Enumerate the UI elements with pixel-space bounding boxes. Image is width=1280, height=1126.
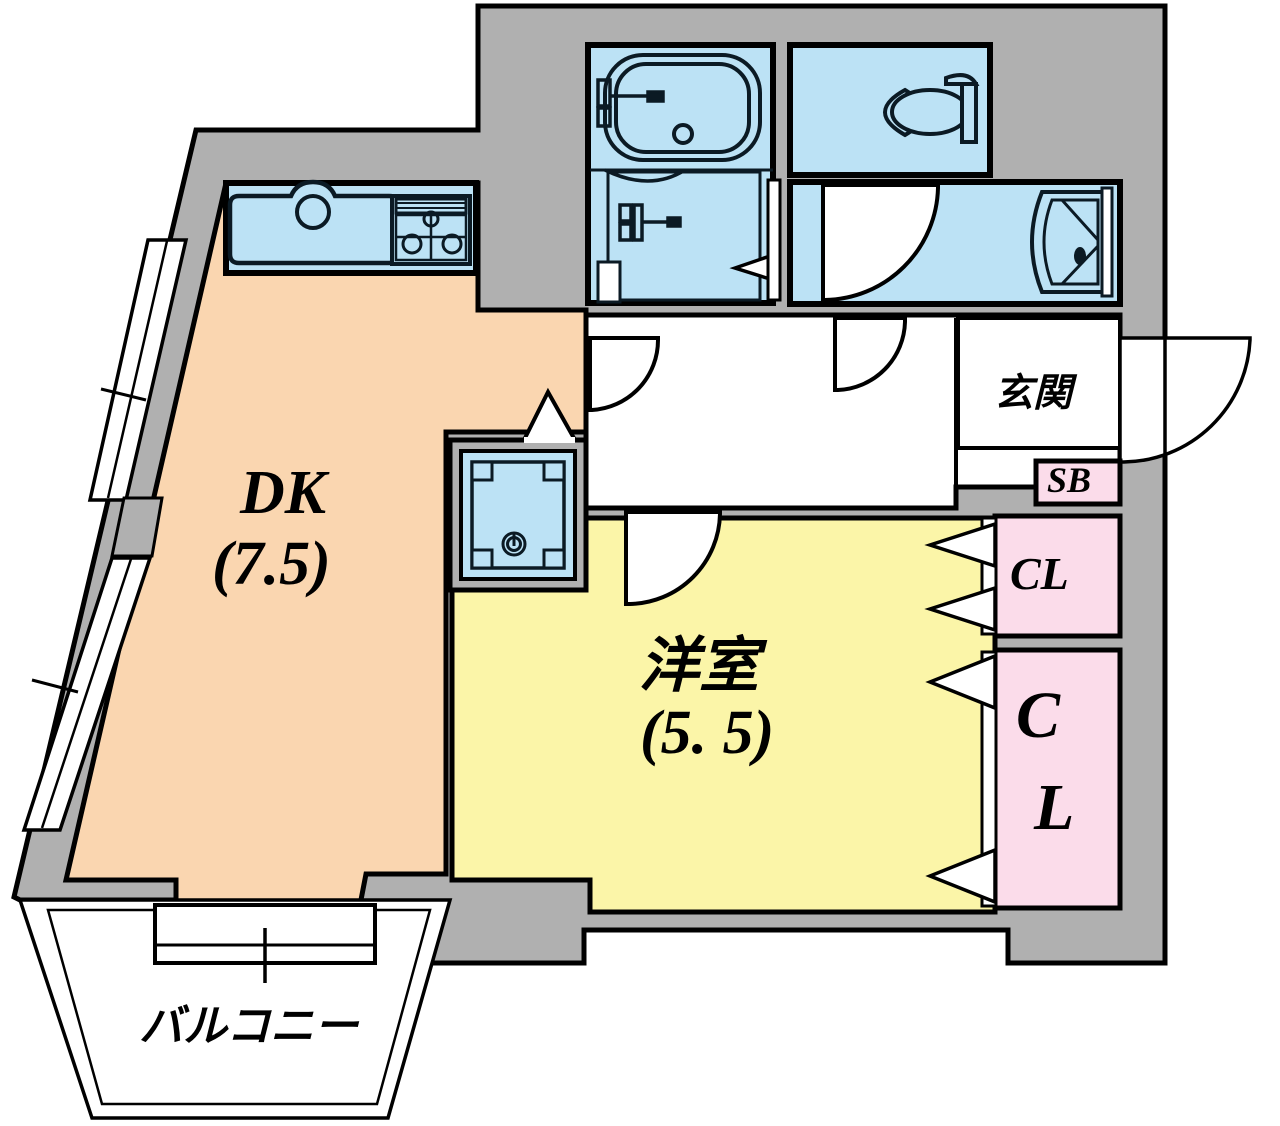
washer-corner-br [542,548,566,570]
vanity-sink-icon [1030,186,1114,298]
washer-corner-tl [470,460,494,482]
closet-lower-door-right[interactable] [925,847,997,905]
bathtub-drain-icon [672,123,694,145]
washer-curtain-icon [522,387,577,441]
toilet-icon [883,73,980,144]
shoe-box-label: SB [1047,460,1092,500]
bath-step [596,260,622,304]
bath-door-leaf[interactable] [766,178,782,302]
interior-doors [588,316,907,606]
shoe-box [1033,458,1123,507]
unit-bath [585,42,782,306]
closet-upper-door-left[interactable] [924,521,997,569]
toilet-door-swing[interactable] [833,316,907,392]
dk-label-line2: (7.5) [212,530,331,598]
washer-corner-bl [470,548,494,570]
entrance-label: 玄関 [994,371,1073,416]
closet-lower-door-left[interactable] [925,653,997,711]
closet-upper [924,513,1123,639]
vanity-area [787,179,1123,307]
room-dk [62,180,589,908]
toilet-room [787,42,993,178]
bedroom-door-swing[interactable] [624,510,722,606]
dk-floor [62,180,589,908]
kitchen-counter [223,179,479,276]
closet-lower-label-bottom: L [1034,771,1075,844]
washer-corner-tr [542,460,566,482]
vanity-door-swing[interactable] [821,183,940,302]
washer-dial-outer [501,531,527,557]
gas-stove-icon [390,194,472,266]
genkan [956,316,1252,464]
closet-lower-body [992,647,1123,911]
window-mullion [110,496,164,558]
washing-machine-space [447,387,589,593]
bathtub-faucet-icon [596,78,665,128]
dk-door-swing[interactable] [588,336,661,412]
shower-mixer-icon [618,203,682,242]
bedroom-label-line2: (5. 5) [640,699,775,767]
window-lower[interactable] [21,556,153,832]
shower-pan [606,170,762,302]
bathtub-inner [614,62,751,154]
closet-upper-label: CL [1010,548,1069,599]
kitchen-sink-icon [227,179,401,266]
closet-lower-label-top: C [1016,679,1061,752]
genkan-floor [956,316,1122,450]
bedroom-label-line1: 洋室 [639,631,759,701]
bath-apron-curve [604,168,686,183]
left-windows [21,238,189,832]
closet-upper-door-right[interactable] [924,585,997,633]
entry-door-swing[interactable] [1118,336,1252,464]
closet-lower-door-track[interactable] [980,650,998,908]
balcony [17,898,453,1120]
shoe-box-body [1033,458,1123,507]
closet-lower [925,647,1123,911]
balcony-label: バルコニー [139,1001,359,1052]
dk-label-line1: DK [240,459,327,527]
